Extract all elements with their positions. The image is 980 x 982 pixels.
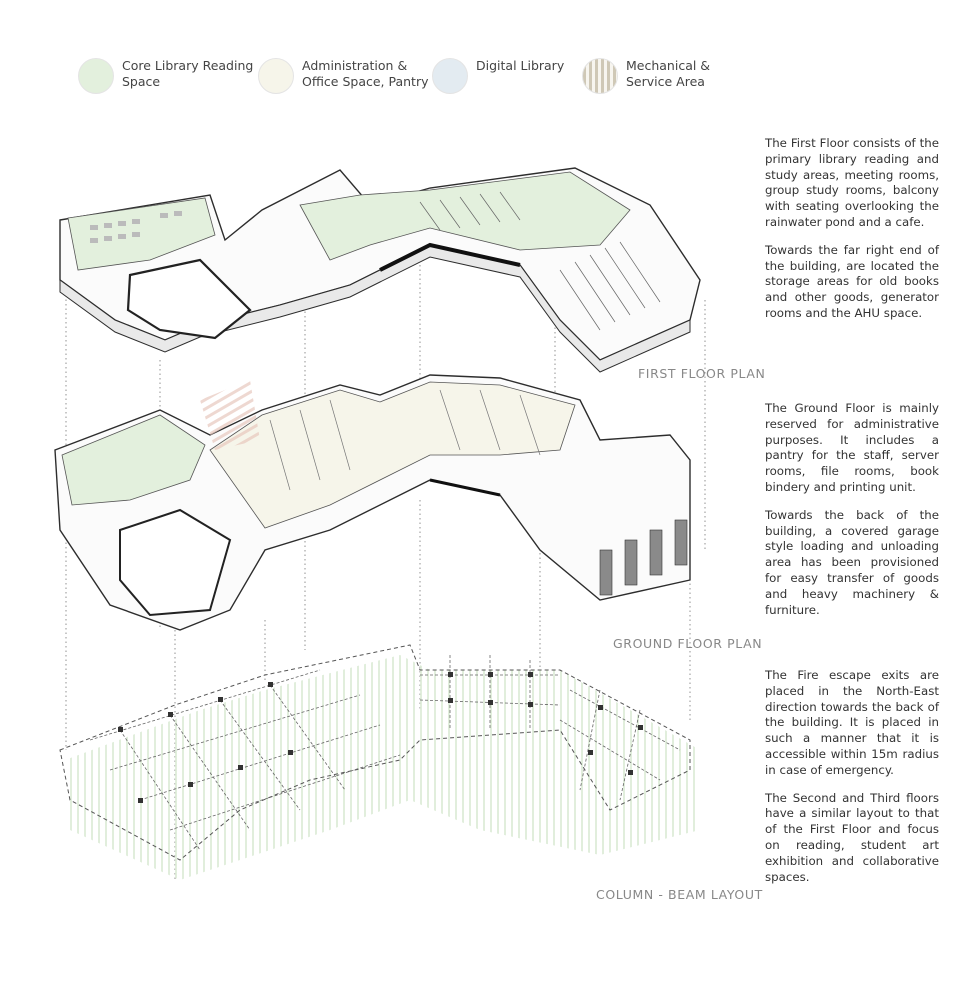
ground-floor-plan [54,374,691,631]
legend-label: Mechanical & Service Area [626,58,711,89]
core-library-swatch [78,58,114,94]
ground-floor-description: The Ground Floor is mainly reserved for … [765,401,939,630]
mechanical-service-area [200,380,260,450]
ground-glazing [429,478,501,497]
loading-garage [119,508,232,617]
column-beam-layout [59,644,700,880]
room-partitions [269,389,541,491]
legend-digital-library: Digital Library [432,58,564,94]
seating-grid [90,211,182,243]
shelving-rows [419,191,661,331]
first-floor-label: FIRST FLOOR PLAN [638,366,766,381]
rainwater-pond-void [126,258,252,340]
structure-outline [59,644,691,861]
reading-area-central [299,171,631,261]
loading-dock-doors [599,519,688,596]
first-floor-plan [59,167,701,373]
glazed-facade [379,242,521,272]
legend-label: Digital Library [476,58,565,73]
description-paragraph: The First Floor consists of the primary … [765,136,939,229]
legend-label: Core Library Reading Space [122,58,254,89]
legend-mechanical: Mechanical & Service Area [582,58,710,94]
administration-swatch [258,58,294,94]
beam-grid [89,655,681,851]
first-floor-description: The First Floor consists of the primary … [765,136,939,334]
structure-shadow [65,655,700,880]
description-paragraph: The Fire escape exits are placed in the … [765,668,939,777]
description-paragraph: Towards the back of the building, a cove… [765,507,939,617]
axonometric-diagram [54,167,706,880]
legend-core-library: Core Library Reading Space [78,58,253,94]
column-beam-label: COLUMN - BEAM LAYOUT [596,887,763,902]
administration-area [209,381,576,529]
ground-floor-label: GROUND FLOOR PLAN [613,636,763,651]
description-paragraph: The Ground Floor is mainly reserved for … [765,401,939,494]
mechanical-swatch [582,58,618,94]
structure-description: The Fire escape exits are placed in the … [765,668,939,897]
description-paragraph: Towards the far right end of the buildin… [765,242,939,320]
description-paragraph: The Second and Third floors have a simil… [765,790,939,884]
ground-reading-area [61,414,206,506]
digital-library-swatch [432,58,468,94]
legend-administration: Administration & Office Space, Pantry [258,58,429,94]
first-floor-edge [59,244,691,373]
legend-label: Administration & Office Space, Pantry [302,58,429,89]
columns [118,672,643,803]
